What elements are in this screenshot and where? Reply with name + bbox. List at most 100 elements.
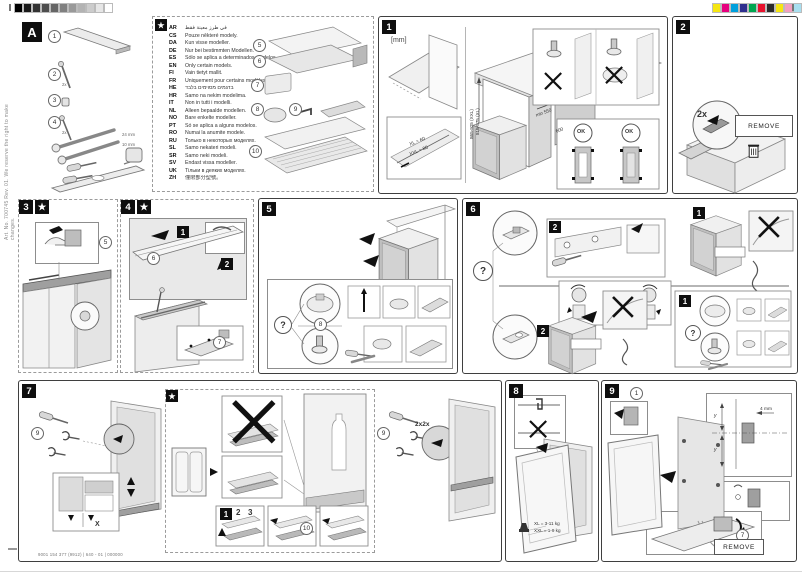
step-2-badge: 2 — [221, 258, 233, 270]
lang-text: Kun visse modeller. — [185, 40, 230, 46]
panel-3-illustration — [22, 226, 112, 369]
accessory-panel-plate — [264, 116, 366, 150]
wrench-icon — [51, 128, 120, 165]
screw-with-washer — [60, 430, 82, 443]
screw-with-washer — [46, 446, 68, 459]
weight-icon — [519, 523, 529, 532]
color-swatch — [775, 3, 784, 13]
grille-slots — [272, 138, 362, 169]
countertop-corner-drawing — [388, 34, 460, 110]
wrench-icon — [350, 354, 376, 364]
panel-1-illustration — [386, 28, 663, 190]
question-circle: ? — [473, 261, 493, 281]
lang-text: Samo nekateri modeli. — [185, 145, 237, 151]
attach-arrow — [660, 471, 676, 483]
panel-9-number: 9 — [605, 384, 619, 398]
trash-bin-icon — [747, 144, 760, 158]
furniture-door-drawing — [515, 443, 577, 554]
gray-swatch — [41, 3, 50, 13]
lang-text: Samo na nekim modelima. — [185, 92, 247, 99]
lang-text: Pouze některé modely. — [185, 32, 238, 39]
ok-label-right: OK — [625, 129, 634, 135]
screw-with-washer — [394, 446, 416, 459]
lang-code: RO — [169, 130, 178, 136]
wrench-size-small: 10 mm — [122, 142, 136, 147]
panel-2-number: 2 — [676, 20, 690, 34]
bottom-rule — [0, 571, 802, 572]
remove-label-box: REMOVE — [714, 539, 764, 555]
substep-2-label: 2 — [236, 508, 241, 517]
lang-text: Endast vissa modeller. — [185, 160, 237, 166]
panel-2-qty: 2x — [697, 109, 708, 119]
accessory-vent-grille-10 — [264, 136, 368, 174]
part-number-4: 4 — [48, 116, 61, 129]
part-6-callout: 6 — [147, 252, 160, 265]
accessory-cover-strip — [320, 100, 366, 118]
lang-code: RU — [169, 137, 177, 144]
color-swatch — [766, 3, 775, 13]
hook-ok-drawing — [518, 398, 560, 410]
panel-8-number: 8 — [509, 384, 523, 398]
part-4-qty: 2x — [62, 130, 67, 135]
step-box-3 — [319, 505, 369, 547]
lang-text: 僅限部分型號。 — [185, 175, 222, 181]
mounting-plate-right — [620, 146, 642, 184]
panel-5-number: 5 — [262, 202, 276, 216]
alignment-drawing — [58, 476, 114, 527]
lang-code: NL — [169, 107, 177, 114]
spirit-level-icon — [50, 165, 146, 193]
lang-text: Non in tutti i modelli. — [185, 100, 232, 106]
footer-dash — [8, 548, 17, 550]
gray-swatch — [50, 3, 59, 13]
lang-text: Only certain models. — [185, 62, 233, 69]
substep-1-badge: 1 — [220, 508, 232, 520]
furniture-door-drawing — [607, 434, 663, 536]
push-arrow — [363, 255, 379, 267]
inner-door-drawing-left — [103, 400, 162, 518]
push-arrow — [359, 233, 375, 245]
weight-range-xl: XL = 3-11 kg — [534, 521, 560, 526]
panel-a-label: A — [22, 22, 42, 42]
lang-text: Nur bei bestimmten Modellen. — [185, 47, 254, 54]
panel-2-remove-transport-brackets: 2 2x REMOVE — [672, 16, 798, 194]
door-with-bottle — [283, 393, 367, 513]
lang-code: DA — [169, 40, 177, 46]
hand-icon — [44, 226, 82, 247]
dim-x-label: X — [95, 521, 100, 528]
wrench-icon — [707, 362, 729, 371]
accessory-grommet-8 — [263, 107, 287, 123]
lang-code: EN — [169, 62, 177, 69]
lang-code: HE — [169, 85, 177, 91]
tape-measure-icon — [123, 147, 143, 165]
lang-text: في طرز معينة فقط — [185, 25, 227, 31]
part-9-callout-right: 9 — [377, 427, 390, 440]
panel-4-star: ★ — [137, 200, 151, 214]
weight-range-xxl: XXL = 1-9 kg — [534, 528, 561, 533]
accessory-number-9: 9 — [289, 103, 302, 116]
part-7-callout: 7 — [736, 529, 749, 542]
dishwasher-illustration-top — [690, 215, 742, 277]
part-number-3: 3 — [48, 94, 61, 107]
accessory-number-7: 7 — [251, 79, 264, 92]
lang-code: SL — [169, 145, 176, 151]
remove-label-box: REMOVE — [735, 115, 793, 137]
panel-7-number: 7 — [22, 384, 36, 398]
gray-swatch — [95, 3, 104, 13]
panel-7-star-subpanel: ★ — [165, 389, 375, 553]
accessory-number-8: 8 — [251, 103, 264, 116]
panel-3-star: ★ — [35, 200, 49, 214]
panel-1-number: 1 — [382, 20, 396, 34]
panel-2-illustration — [678, 100, 787, 194]
lang-code: UK — [169, 167, 177, 174]
color-swatch — [721, 3, 730, 13]
panel-9-align-door: 9 1 — [601, 380, 797, 562]
panel-3-seal-strip: 3 ★ 5 — [18, 199, 118, 373]
part-5-callout: 5 — [99, 236, 112, 249]
